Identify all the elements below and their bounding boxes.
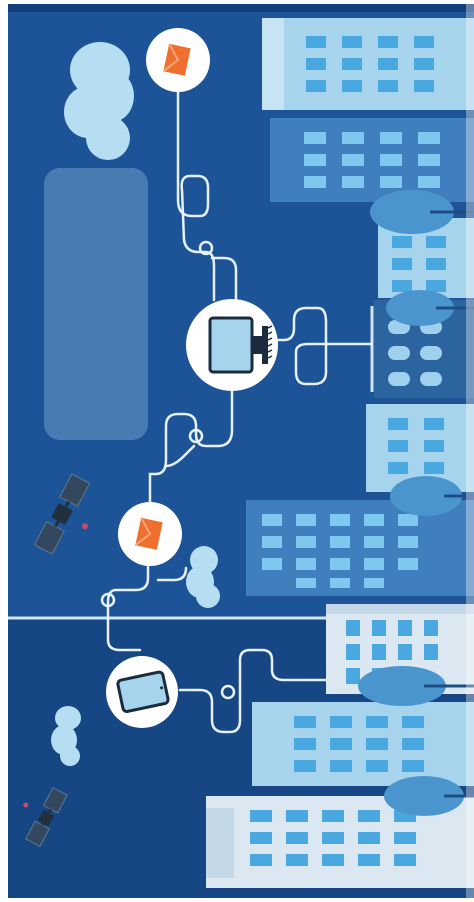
envelope-node [118,502,182,566]
building [252,702,474,786]
desktop-monitor-icon [210,318,272,372]
envelope-node [146,28,210,92]
building [262,18,474,110]
monitor-node [186,299,278,391]
top-edge-band [8,4,474,12]
right-edge-strip [466,4,474,898]
tablet-node [106,656,178,728]
building [270,118,474,202]
cloud-block [44,168,148,440]
